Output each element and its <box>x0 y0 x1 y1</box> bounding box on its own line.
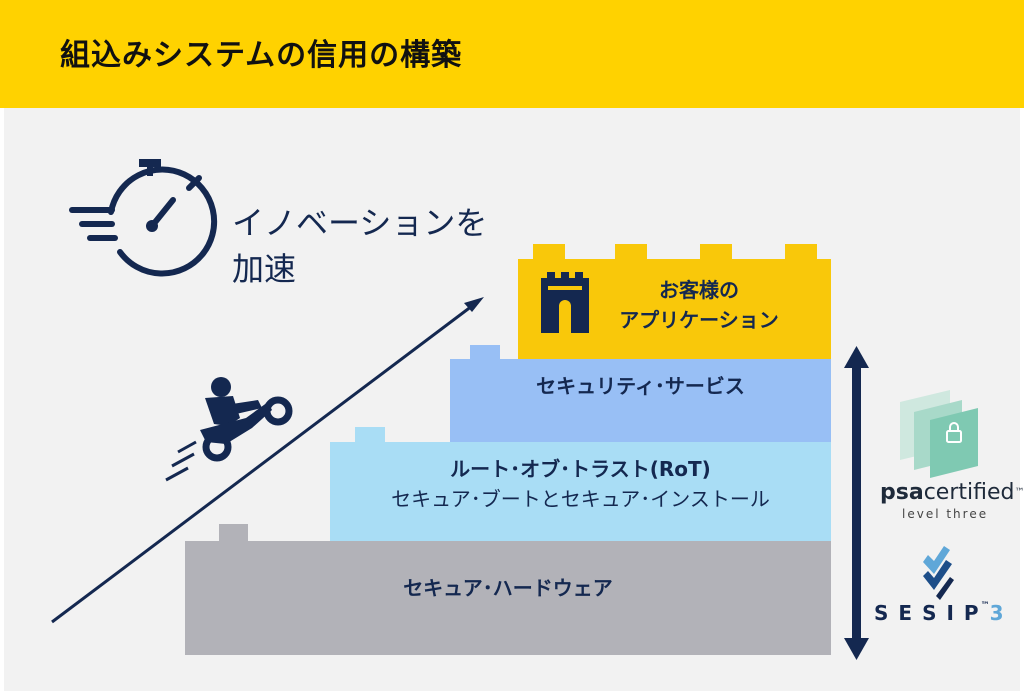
security-services-label: セキュリティ･サービス <box>536 374 745 398</box>
sesip-wordmark: SESIP™3 <box>874 601 1004 625</box>
tagline-line-2: 加速 <box>232 250 297 288</box>
customer-application-line-2: アプリケーション <box>619 308 779 332</box>
customer-application-label: お客様の アプリケーション <box>594 275 804 335</box>
psa-level-label: level three <box>902 507 989 521</box>
psa-word: psa <box>880 480 924 505</box>
customer-application-line-1: お客様の <box>659 278 739 302</box>
header-bar: 組込みシステムの信用の構築 <box>0 0 1024 108</box>
shield-lock-icon <box>900 390 978 478</box>
stopwatch-icon <box>69 159 218 277</box>
layer-hardware <box>185 524 831 655</box>
motorcycle-rider-icon <box>165 377 293 482</box>
psa-certified-wordmark: psacertified™ <box>880 480 1024 506</box>
psa-trademark: ™ <box>1014 487 1024 498</box>
root-of-trust-line-2: セキュア･ブートとセキュア･インストール <box>391 487 770 511</box>
acceleration-arrow <box>51 297 484 624</box>
tagline: イノベーションを 加速 <box>232 200 487 292</box>
root-of-trust-line-1: ルート･オブ･トラスト(RoT) <box>450 457 711 481</box>
sesip-word: SESIP <box>874 601 989 625</box>
sesip-trademark: ™ <box>980 601 990 611</box>
tagline-line-1: イノベーションを <box>232 204 488 242</box>
sesip-level: 3 <box>989 601 1004 625</box>
layer-customer-application <box>518 244 831 359</box>
sesip-chevron-icon <box>923 546 954 600</box>
double-arrow-icon <box>844 346 869 660</box>
certified-word: certified <box>923 480 1015 505</box>
tower-icon <box>541 272 589 333</box>
layer-security-services <box>450 345 831 442</box>
page-title: 組込みシステムの信用の構築 <box>60 38 463 73</box>
layer-root-of-trust <box>330 427 831 541</box>
secure-hardware-label: セキュア･ハードウェア <box>403 576 613 600</box>
root-of-trust-label: ルート･オブ･トラスト(RoT) セキュア･ブートとセキュア･インストール <box>330 454 831 514</box>
